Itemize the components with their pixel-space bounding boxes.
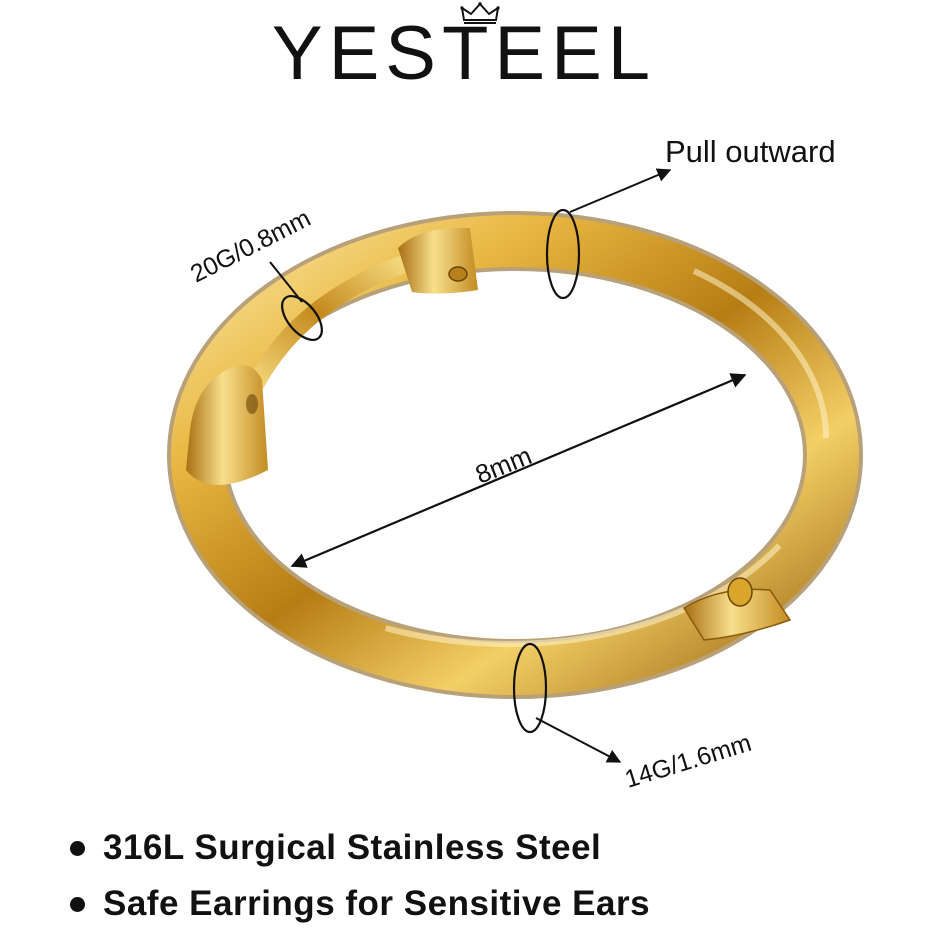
diameter-label: 8mm [471, 440, 536, 489]
feature-text: Safe Earrings for Sensitive Ears [103, 884, 651, 923]
pull-label: Pull outward [665, 134, 836, 169]
bullet-icon [70, 840, 85, 856]
inner-gauge-leader [269, 261, 303, 303]
crown-icon [460, 2, 500, 24]
brand-logo: YESTEEL [0, 0, 928, 110]
bullet-icon [70, 896, 85, 912]
diameter-arrow [290, 373, 747, 568]
inner-gauge-marker-ring [281, 295, 323, 341]
outer-gauge-arrow [535, 717, 622, 763]
feature-text: 316L Surgical Stainless Steel [103, 828, 602, 867]
feature-item: Safe Earrings for Sensitive Ears [70, 876, 910, 932]
pull-arrow [569, 168, 672, 213]
feature-list: 316L Surgical Stainless Steel Safe Earri… [70, 820, 910, 932]
outer-gauge-label: 14G/1.6mm [622, 729, 755, 794]
brand-name: YESTEEL [271, 11, 657, 96]
pull-marker-ring [545, 208, 581, 300]
outer-gauge-marker-ring [512, 642, 548, 734]
feature-item: 316L Surgical Stainless Steel [70, 820, 910, 876]
